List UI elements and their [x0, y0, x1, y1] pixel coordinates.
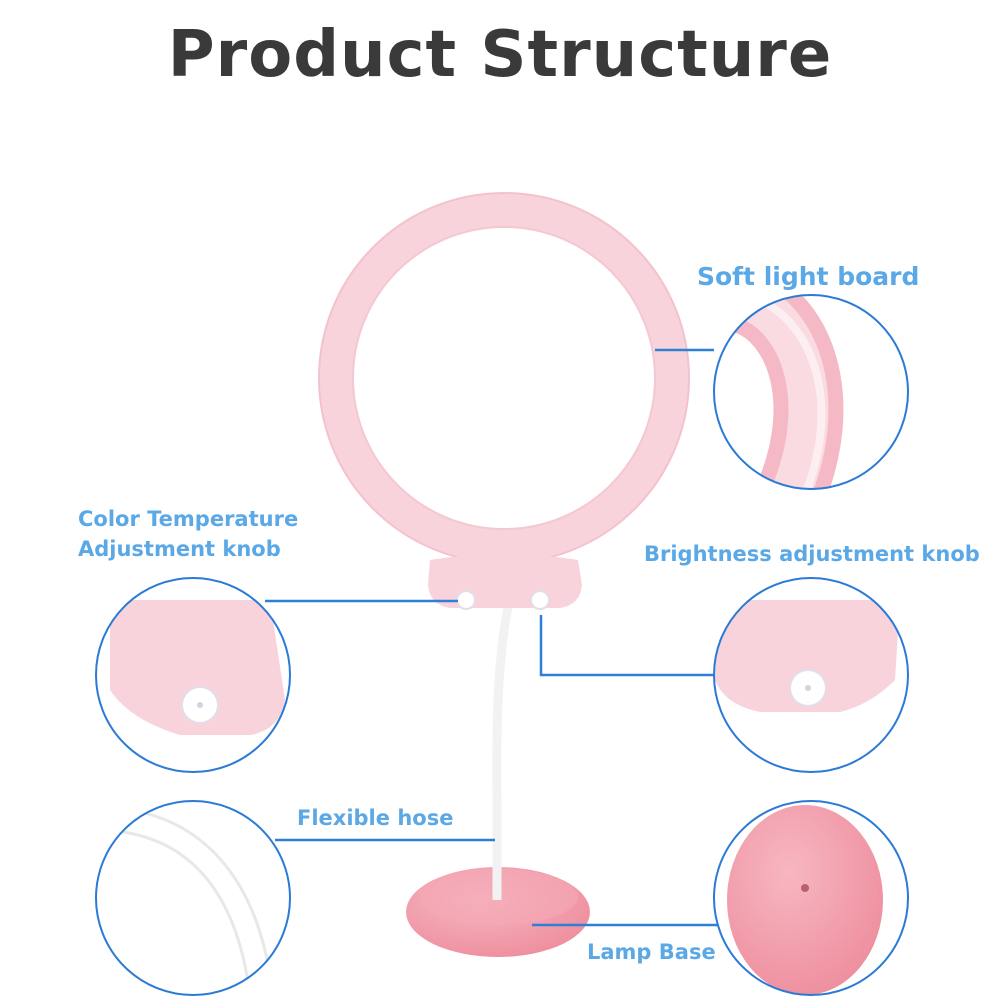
label-color-temp-line2: Adjustment knob [78, 537, 281, 561]
color-temp-knob [456, 590, 476, 610]
detail-circle-lamp-base [713, 800, 909, 996]
detail-circle-soft-light-board [713, 294, 909, 490]
detail-circle-color-temp-knob [95, 577, 291, 773]
brightness-knob [530, 590, 550, 610]
lamp-base-icon [727, 805, 883, 995]
label-color-temp-line1: Color Temperature [78, 507, 299, 531]
page-title: Product Structure [167, 18, 833, 92]
label-brightness-knob: Brightness adjustment knob [644, 542, 980, 566]
leader-lines [265, 348, 718, 927]
detail-circle-flexible-hose [95, 800, 291, 996]
label-flexible-hose: Flexible hose [297, 806, 454, 830]
detail-circle-brightness-knob [713, 577, 909, 773]
label-soft-light-board: Soft light board [697, 262, 920, 291]
soft-light-ring [319, 193, 689, 563]
label-lamp-base: Lamp Base [587, 940, 716, 964]
ring-lamp-icon [318, 192, 690, 957]
